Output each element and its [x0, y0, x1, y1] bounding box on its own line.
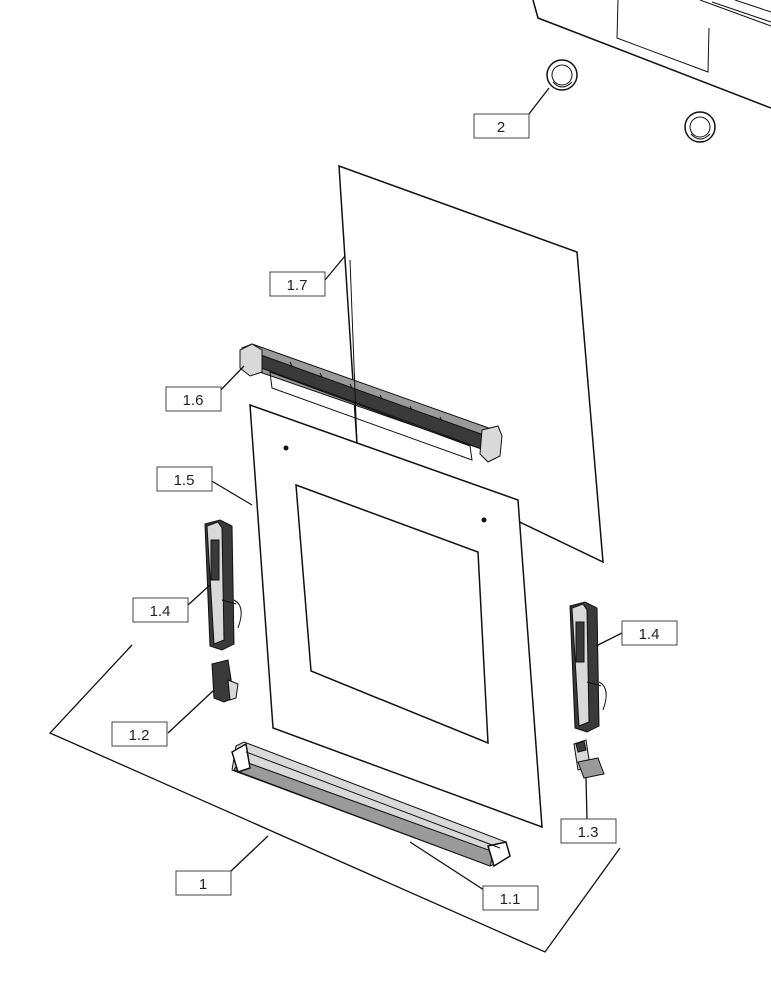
oven-control-panel [532, 0, 771, 109]
control-knob-2 [684, 111, 716, 143]
label-1-5: 1.5 [156, 466, 213, 492]
leader-lines [167, 87, 623, 891]
label-1-4-right: 1.4 [621, 620, 678, 646]
svg-text:1: 1 [199, 876, 207, 893]
svg-text:1.4: 1.4 [639, 626, 660, 643]
svg-text:1.5: 1.5 [174, 472, 195, 489]
label-1-1: 1.1 [482, 885, 539, 911]
top-door-profile [239, 343, 503, 463]
hinge-clip-left [211, 659, 239, 703]
outer-door-glass [249, 403, 543, 829]
label-2: 2 [473, 113, 530, 139]
svg-text:1.2: 1.2 [129, 727, 150, 744]
label-1-4-left: 1.4 [132, 597, 189, 623]
door-hinge-left [204, 519, 242, 651]
label-1-2: 1.2 [111, 721, 168, 747]
svg-text:1.1: 1.1 [500, 891, 521, 908]
label-1: 1 [175, 870, 232, 896]
label-1-7: 1.7 [269, 271, 326, 297]
svg-text:1.4: 1.4 [150, 603, 171, 620]
door-hinge-right [569, 601, 607, 733]
control-knob-1 [546, 59, 578, 91]
profile-slots [289, 361, 443, 422]
assembly-bracket [48, 644, 621, 953]
svg-text:1.3: 1.3 [578, 824, 599, 841]
door-handle [231, 741, 511, 868]
label-1-3: 1.3 [560, 818, 617, 844]
svg-text:1.7: 1.7 [287, 277, 308, 294]
label-1-6: 1.6 [165, 386, 222, 412]
svg-text:1.6: 1.6 [183, 392, 204, 409]
svg-text:2: 2 [497, 119, 505, 136]
hinge-clip-right [573, 739, 605, 779]
